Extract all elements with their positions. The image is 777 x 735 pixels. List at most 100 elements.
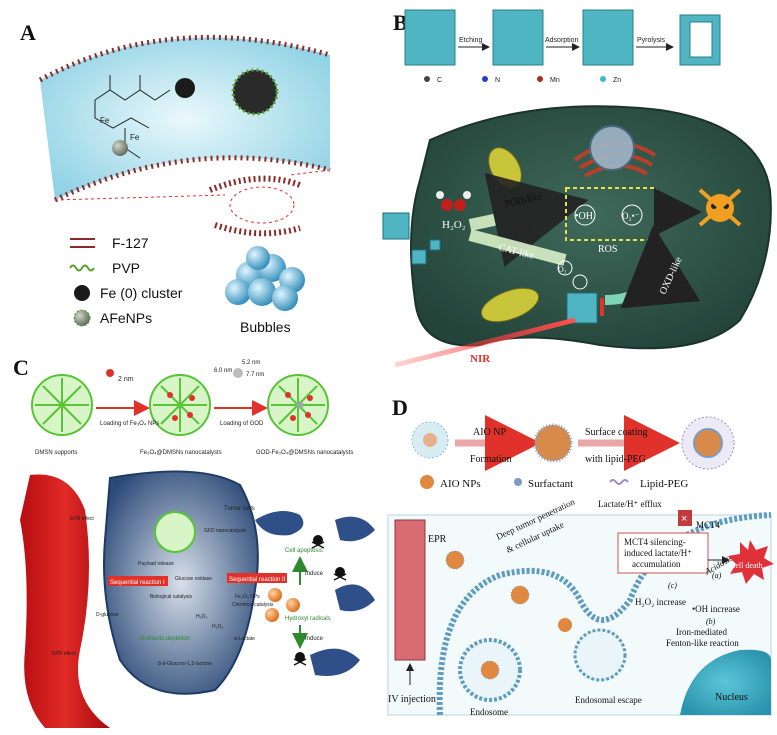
h2o2-label-c2: H₂O₂ [212,624,223,630]
element-c: C [437,77,442,84]
h2o2-label: H₂O₂ [442,219,466,231]
dim-5nm: 5.2 nm [242,360,260,366]
oxd-arrow [604,225,701,309]
zoom-line-1 [54,194,226,201]
afenp-particle-large [231,68,279,116]
endosome-label: Endosome [470,707,508,717]
fe-label-1: Fe [100,116,110,125]
zinc-dot [600,76,606,82]
seq1-box [108,576,168,586]
tumor-cells-label: Tumor cells [224,506,255,512]
pod-arrow [468,172,589,267]
blood-vessel-d [394,519,426,661]
oh-bubble [574,204,596,226]
mct4-box-line2: induced lactate/H⁺ [624,548,692,558]
element-zn: Zn [613,77,621,84]
stage-fe3o4: Fe₃O₄@DMSNs nanocatalysts [140,450,222,456]
mitochondrion-2 [480,287,540,323]
cat-arrow [468,229,567,266]
ros-label: ROS [598,244,617,255]
hydroxyl-label: Hydroxyl radicals [285,616,331,622]
tumor-cell-c [103,470,259,695]
iv-label: IV injection [388,694,436,705]
panel-d: D AIO NP Formation Surface coating with … [387,395,774,717]
iron-mediated-label: Iron-mediated [676,627,727,637]
cube-row [404,9,721,66]
mct4-transporter [678,510,692,526]
stage-god: GOD-Fe₃O₄@DMSNs nanocatalysts [256,450,353,456]
oh-badge-1 [268,588,282,602]
f127-icon [70,238,95,248]
cell-death-burst [728,540,774,584]
apoptosis-label: Cell apoptosis [285,548,323,554]
cell-death-label: Cell death [730,561,763,570]
element-legend: C N Mn Zn [424,76,621,84]
hydroxyl-badges [265,588,300,622]
afenp-icon [73,309,91,327]
label-b: (b) [706,617,716,626]
cell-debris-2 [335,516,375,542]
skull-icon-3 [293,652,307,666]
skull-icon-1 [311,535,325,549]
np-d-4 [558,618,572,632]
fe-cluster-icon [74,285,90,301]
panel-a: A Fe Fe Bubbles F-127 [20,20,331,335]
mct4-x: × [681,513,687,525]
label-c: (c) [668,581,677,590]
nucleus-sphere [589,125,635,171]
cube-2 [492,9,544,66]
zoom-ellipse [229,186,295,224]
h2o2-molecule [436,191,471,211]
seq1-label: Sequential reaction I [110,580,165,586]
pvp-structure [94,75,171,159]
nitrogen-dot [482,76,488,82]
label-a: (a) [712,571,722,580]
mini-membrane [208,175,302,193]
gfd-label: GFD nanocatalysts [204,528,247,534]
fe-label-2: Fe [130,133,140,142]
legend-fe: Fe (0) cluster [100,285,183,301]
dmsn-support [31,374,93,436]
bio-catalysis-label: Biological catalysis [150,594,192,600]
nanocube-out-2 [411,249,427,265]
cell-debris-4 [310,648,360,676]
legend-f127: F-127 [112,235,149,251]
o2minus-label: O₂•⁻ [622,211,640,221]
o2-label: O₂ [558,265,567,274]
legend-afenp: AFeNPs [100,310,152,326]
step-adsorption: Adsorption [545,37,579,44]
arrow-label-god: Loading of GOD [220,421,264,427]
bubble-cluster [225,246,305,311]
seq2-label: Sequential reaction II [229,577,286,583]
escaping-endosome [573,628,627,682]
mini-membrane-2 [214,222,301,237]
dim-7nm: 7.7 nm [246,372,264,378]
gfd-nanocatalyst-in-cell [154,511,196,553]
np-d-3 [480,660,500,680]
cube-3 [582,9,634,66]
glucose-oxidase-label: Glucose oxidase [175,576,212,582]
cell-debris-3 [335,584,375,612]
skull-icon-2 [333,567,347,581]
cube-1 [404,9,456,66]
aio-np-core-coated [533,423,573,463]
oh-label: •OH [575,211,593,222]
aio-legend-icon [420,475,434,489]
epr-label-d: EPR [428,534,447,545]
cell-membrane-d [436,512,772,716]
legend-lipid-peg: Lipid-PEG [640,478,688,490]
dim-2nm: 2 nm [118,376,134,383]
carbon-dot [424,76,430,82]
manganese-dot [537,76,543,82]
bubbles-label: Bubbles [240,319,291,335]
nanocube-out-3 [429,239,441,251]
skull-icon [698,188,742,227]
mct4-box-line1: MCT4 silencing- [624,537,686,547]
np-d-1 [445,550,465,570]
epr-label-1: EPR effect [70,516,94,522]
mct4-silencing-box [617,532,709,574]
hollow-cube [679,14,721,66]
h2o2-label-c1: H₂O₂ [196,614,207,620]
gluconolactone-label: β-d-Glucono-1,5-lactone [158,661,212,667]
